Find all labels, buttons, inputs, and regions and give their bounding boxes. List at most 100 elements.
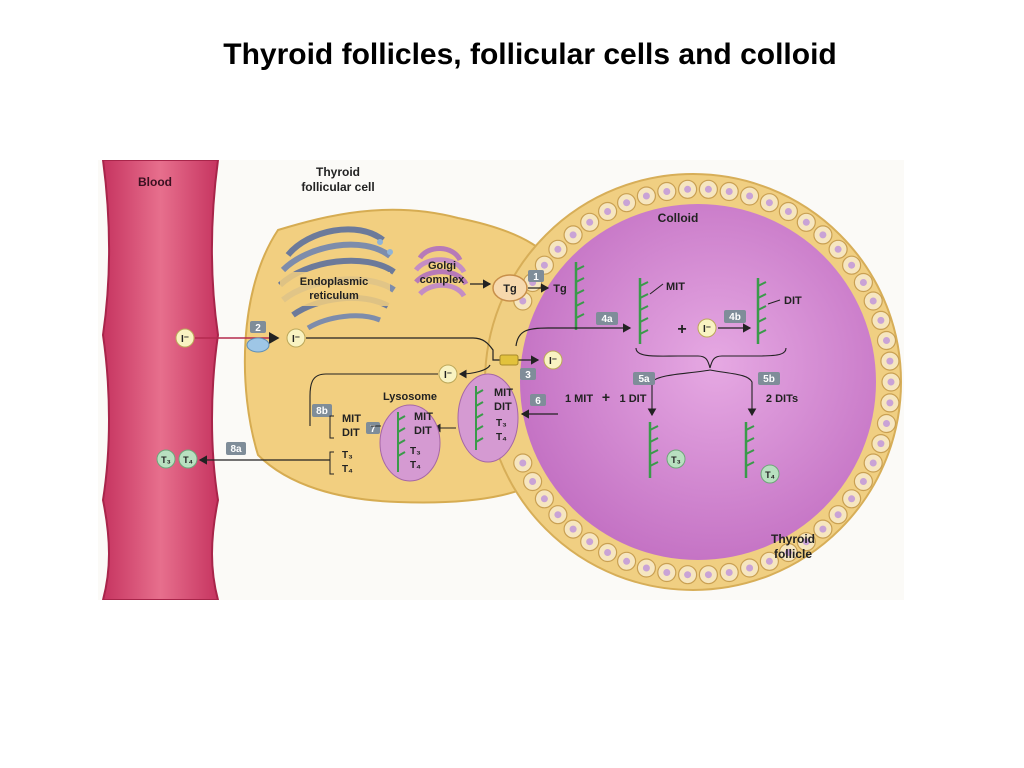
t3-label-colloid: T₃ bbox=[671, 455, 681, 465]
step-1-badge bbox=[528, 270, 544, 282]
colloid-droplet bbox=[457, 373, 519, 463]
follicle-cell-nucleus bbox=[725, 569, 733, 576]
follicle-cell-nucleus bbox=[642, 192, 650, 200]
follicle-cell-nucleus bbox=[784, 208, 792, 215]
follicle-cell-nucleus bbox=[642, 564, 650, 572]
dit-label: DIT bbox=[784, 295, 802, 307]
colloid bbox=[520, 204, 876, 560]
t3-bubble-colloid bbox=[666, 449, 686, 469]
step-3-label: 3 bbox=[525, 370, 531, 381]
step-5a-badge bbox=[633, 372, 655, 385]
follicle-cell-nucleus bbox=[883, 337, 890, 344]
follicle-cell-nucleus bbox=[746, 564, 754, 572]
droplet-mit: MIT bbox=[494, 387, 513, 399]
follicle-cell-nucleus bbox=[887, 378, 895, 386]
page-title: Thyroid follicles, follicular cells and … bbox=[223, 38, 837, 71]
golgi-label-1: Golgi bbox=[428, 260, 456, 272]
step-4a-label: 4a bbox=[601, 314, 613, 325]
follicle-cell-nucleus bbox=[802, 538, 810, 546]
lysosome-dit: DIT bbox=[414, 425, 432, 437]
er-label-1: Endoplasmic bbox=[300, 276, 368, 288]
step-2-label: 2 bbox=[255, 323, 261, 334]
follicle-cell-nucleus bbox=[784, 549, 792, 556]
t4-blood-bubble bbox=[178, 449, 198, 469]
tg-chain-mit bbox=[638, 278, 649, 344]
step-5b-badge bbox=[758, 372, 780, 385]
droplet-t3: T₃ bbox=[496, 418, 507, 429]
follicle-cell-nucleus bbox=[604, 208, 612, 215]
follicle-cell-nucleus bbox=[802, 218, 810, 226]
follicle-cell-nucleus bbox=[848, 261, 856, 269]
follicle-cell-nucleus bbox=[869, 459, 877, 467]
step-4a-badge bbox=[596, 312, 618, 325]
follicle-cell-nucleus bbox=[529, 478, 537, 485]
t3-blood-label: T₃ bbox=[161, 455, 171, 465]
step-8a-label: 8a bbox=[230, 444, 242, 455]
follicle-cell-nucleus bbox=[877, 440, 885, 448]
lysosome-t4: T₄ bbox=[410, 460, 421, 471]
iodide-cell bbox=[286, 328, 306, 348]
lysosome bbox=[379, 404, 441, 482]
t4-blood-label: T₄ bbox=[183, 455, 193, 465]
follicle-cell-nucleus bbox=[725, 188, 733, 195]
step-8a-badge bbox=[226, 442, 246, 455]
follicle-cell-nucleus bbox=[746, 192, 754, 200]
iodide-recycle-arrow-2 bbox=[458, 364, 491, 379]
dit-pointer bbox=[767, 299, 781, 305]
pendrin-channel bbox=[499, 354, 519, 366]
step-4b-badge bbox=[724, 310, 746, 323]
iodide-to-colloid-arrow bbox=[306, 337, 540, 365]
follicle-cell-nucleus bbox=[663, 188, 671, 195]
step-4b-label: 4b bbox=[729, 312, 741, 323]
lysosome-mit: MIT bbox=[414, 411, 433, 423]
iodide-recycle-arrow-1 bbox=[309, 373, 438, 426]
follicle-cell-nucleus bbox=[859, 478, 867, 485]
follicle-cell-nucleus bbox=[684, 185, 692, 193]
follicle-cell-nucleus bbox=[540, 261, 548, 269]
lysosome-t3: T₃ bbox=[410, 446, 421, 457]
follicular-cell-label-2: follicular cell bbox=[301, 180, 374, 194]
released-t3: T₃ bbox=[342, 450, 353, 461]
mit-label-deiod: MIT bbox=[342, 413, 361, 425]
iodide-recycle bbox=[438, 364, 458, 384]
follicle-cell-nucleus bbox=[586, 538, 594, 546]
follicle-cell-nucleus bbox=[704, 185, 712, 193]
follicle-cell-nucleus bbox=[704, 571, 712, 579]
step-6-badge bbox=[530, 394, 546, 406]
tg-chain-t4 bbox=[744, 422, 755, 478]
coupling-mit-label: 1 MIT bbox=[565, 393, 593, 405]
iodide-bubble-4b bbox=[697, 318, 717, 338]
step-5b-arrow bbox=[709, 369, 757, 417]
follicle-cell-ring bbox=[513, 179, 901, 585]
iodination-arrow bbox=[515, 323, 632, 347]
iodide-label-4b: I⁻ bbox=[703, 324, 711, 335]
droplet-dit: DIT bbox=[494, 401, 512, 413]
follicle-cell-nucleus bbox=[519, 297, 527, 305]
follicle-cell-nucleus bbox=[663, 569, 671, 576]
tg-label-1: Tg bbox=[503, 283, 516, 295]
golgi-label-2: complex bbox=[420, 274, 466, 286]
follicle-cell-nucleus bbox=[569, 231, 577, 239]
step-8b-badge bbox=[312, 404, 332, 417]
plus-sign-2: + bbox=[602, 389, 610, 405]
blood-vessel bbox=[101, 160, 220, 600]
follicle-cell-nucleus bbox=[869, 297, 877, 305]
step-5a-label: 5a bbox=[638, 374, 650, 385]
golgi-complex bbox=[377, 239, 469, 298]
step-5b-label: 5b bbox=[763, 374, 775, 385]
lysosome-chain bbox=[397, 412, 406, 472]
tg-vesicle bbox=[492, 274, 528, 302]
released-t4: T₄ bbox=[342, 464, 353, 475]
lysosome-label: Lysosome bbox=[383, 391, 437, 403]
follicle-cell-nucleus bbox=[765, 557, 773, 565]
step-8b-label: 8b bbox=[316, 406, 328, 417]
follicle-cell-nucleus bbox=[883, 420, 890, 427]
follicle-cell-nucleus bbox=[554, 245, 562, 253]
follicular-cell-label-1: Thyroid bbox=[316, 165, 360, 179]
step-3-badge bbox=[520, 368, 536, 380]
follicle-label-1: Thyroid bbox=[771, 532, 815, 546]
droplet-chain bbox=[475, 386, 484, 450]
tg-chain-1 bbox=[574, 262, 585, 330]
follicle-cell-nucleus bbox=[886, 357, 894, 365]
follicle-label-2: follicle bbox=[774, 547, 812, 561]
